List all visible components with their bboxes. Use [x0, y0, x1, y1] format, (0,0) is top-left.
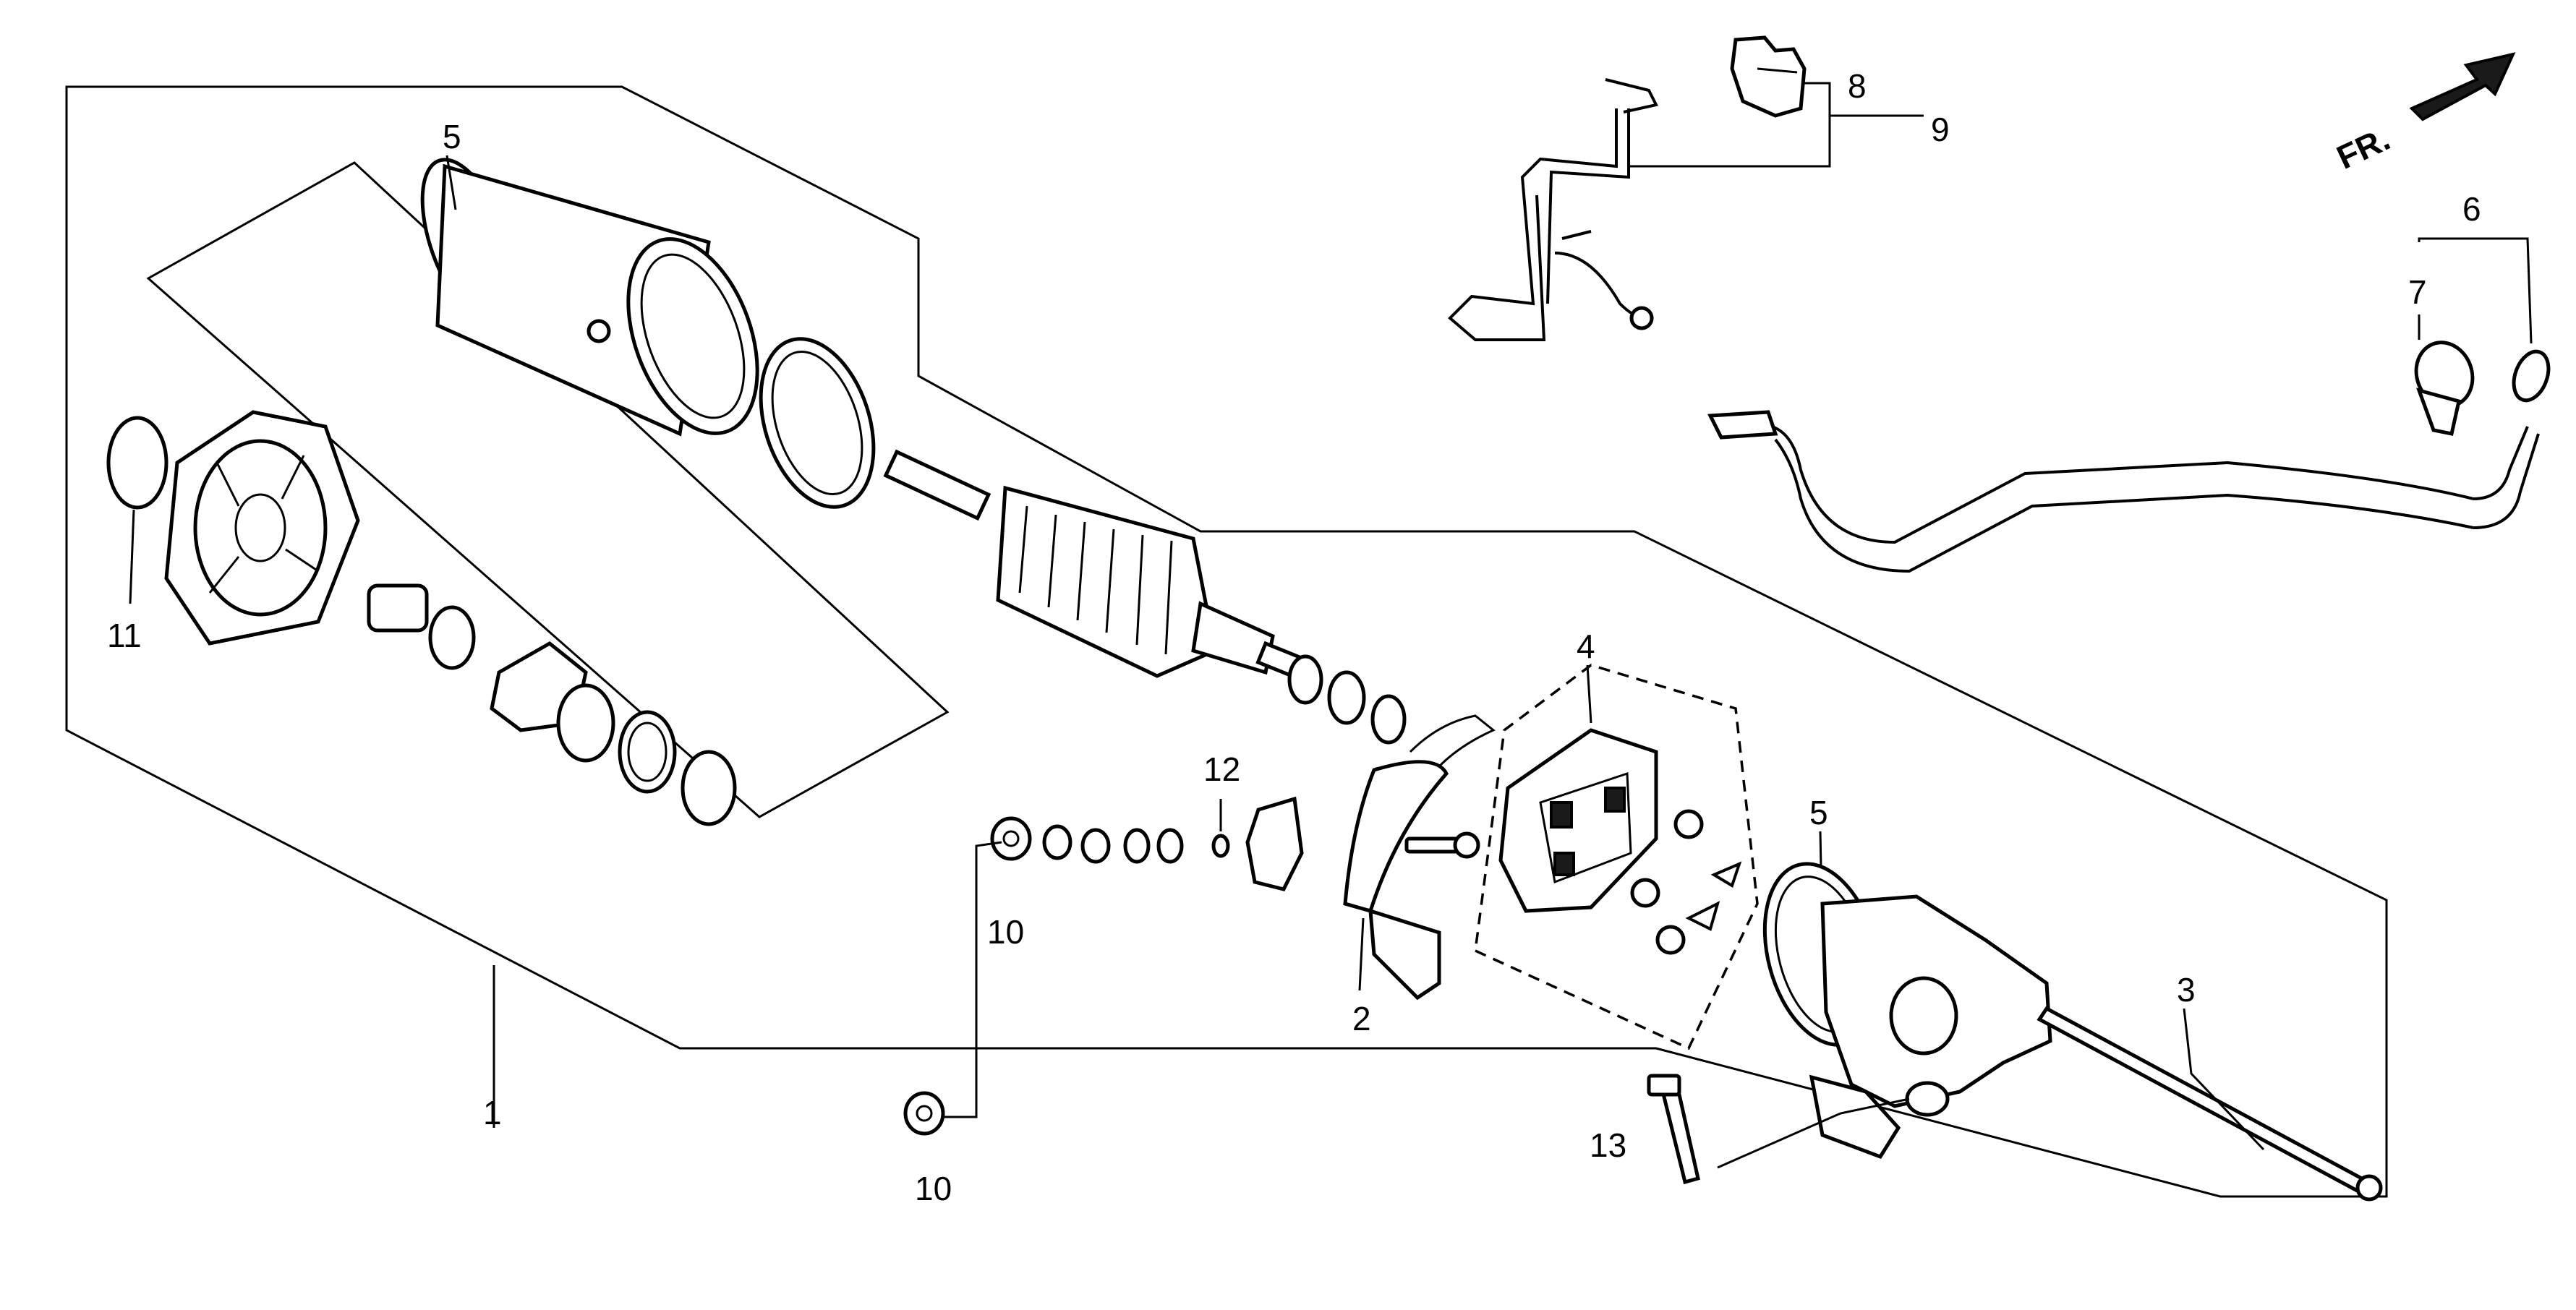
starter-switch-boot-8 [1730, 35, 1807, 118]
terminal-cover-7 [2414, 341, 2475, 436]
brush-clip-2 [1685, 901, 1720, 931]
front-shim-3 [681, 750, 737, 826]
callout-2: 2 [1352, 1000, 1371, 1037]
front-direction-label: FR. [2331, 119, 2395, 176]
armature-washer-1 [1287, 654, 1323, 705]
washer-12 [1211, 834, 1230, 858]
mounting-bolt-13-head [1647, 1074, 1681, 1097]
brush-spring-1 [1673, 809, 1704, 839]
callout-10-upper: 10 [987, 913, 1024, 951]
yoke-gasket-ring [759, 337, 876, 509]
washer-d [1156, 828, 1184, 864]
callout-3: 3 [2177, 971, 2196, 1009]
through-bolt [2037, 1006, 2371, 1196]
front-cover-group-line [146, 161, 950, 818]
brush-spring-2 [1630, 878, 1660, 908]
washer-c [1123, 828, 1151, 864]
armature-washer-3 [1370, 694, 1407, 745]
rear-cover-part [1809, 894, 2052, 1160]
callout-5-lower: 5 [1809, 794, 1828, 831]
starter-cable-upper [1448, 78, 1658, 341]
through-bolt-head [2355, 1174, 2383, 1202]
armature-part [883, 449, 1306, 680]
front-shim-1 [556, 683, 615, 763]
callout-8: 8 [1848, 67, 1867, 105]
yoke-gasket-inner [771, 350, 863, 496]
callout-6: 6 [2462, 190, 2481, 228]
starter-cable-lower [1707, 410, 2540, 573]
brush-plate-part [1343, 714, 1496, 1001]
front-cover-part [164, 410, 360, 646]
brush-holder-part [1498, 728, 1658, 913]
callout-7: 7 [2408, 273, 2427, 311]
callout-11: 11 [107, 617, 142, 654]
nut-10-upper-hole [1002, 830, 1020, 847]
washer-b [1080, 828, 1111, 864]
front-direction-arrow: FR. [2331, 52, 2516, 176]
motor-yoke-part [420, 158, 759, 437]
callout-4: 4 [1577, 628, 1595, 665]
needle-bearing [367, 583, 429, 633]
callout-12: 12 [1203, 750, 1240, 788]
oil-seal [428, 605, 476, 670]
callout-10-lower: 10 [915, 1170, 952, 1207]
ring-terminal [2512, 349, 2551, 403]
washer-a [1042, 824, 1072, 860]
armature-washer-2 [1327, 670, 1366, 725]
insulator-block [1245, 796, 1304, 891]
callout-5-upper: 5 [443, 118, 461, 155]
front-shim-2-inner [627, 722, 668, 782]
brush-spring-3 [1655, 925, 1686, 955]
nut-10-lower [903, 1091, 945, 1136]
nut-10-upper [990, 816, 1032, 861]
brush-clip-1 [1710, 861, 1742, 888]
callout-1: 1 [483, 1094, 502, 1131]
mounting-bolt-13 [1659, 1086, 1700, 1185]
leader-lines [129, 82, 2533, 1169]
o-ring-11 [106, 416, 169, 510]
assembly-boundary-line [65, 85, 2388, 1198]
brush-holder-group-dashed [1474, 664, 1759, 1050]
nut-10-lower-hole [916, 1105, 933, 1122]
callout-13: 13 [1590, 1126, 1626, 1164]
callout-9: 9 [1931, 111, 1950, 148]
